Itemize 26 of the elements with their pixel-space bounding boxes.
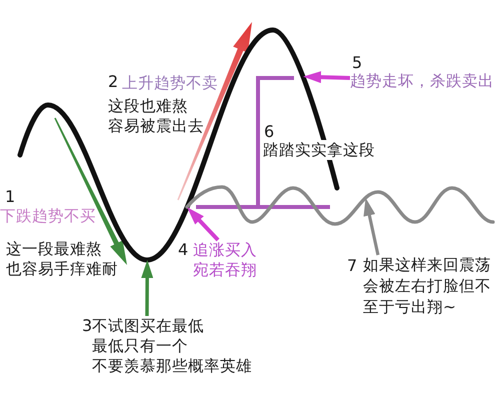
callout-number: 5	[352, 54, 362, 71]
annotation-text: 宛若吞翔	[192, 260, 257, 280]
leader-arrow	[141, 260, 154, 316]
annotation-heading: 上升趋势不卖	[122, 73, 218, 93]
zigzag-curve	[185, 185, 495, 226]
annotation-text: 容易被震出去	[108, 116, 204, 136]
annotation-text: 踏踏实实拿这段	[261, 140, 377, 160]
annotation-text: 不要羡慕那些概率英雄	[92, 356, 252, 376]
annotation-text: 这段也难熬	[108, 96, 188, 116]
callout-number: 3	[82, 316, 92, 336]
leader-arrow	[303, 71, 350, 84]
callout-number: 1	[5, 187, 16, 207]
callout-number: 6	[264, 122, 274, 142]
leader-arrow	[186, 206, 220, 242]
annotation-heading: 趋势走坏，杀跌卖出	[350, 71, 494, 91]
annotation-heading: 下跌趋势不买	[0, 206, 96, 226]
annotation-text: 不试图买在最低	[92, 316, 206, 336]
annotation-text: 也容易手痒难耐	[6, 259, 118, 279]
leader-arrow	[364, 197, 380, 256]
callout-number: 2	[108, 72, 118, 92]
annotation-text: 最低只有一个	[92, 336, 190, 356]
callout-number: 4	[178, 240, 188, 260]
annotation-text: 如果这样来回震荡会被左右打脸但不至于亏出翔~	[362, 255, 492, 318]
annotation-heading: 追涨买入	[192, 240, 257, 260]
callout-number: 7	[347, 255, 358, 276]
annotation-text: 这一段最难熬	[6, 239, 102, 259]
